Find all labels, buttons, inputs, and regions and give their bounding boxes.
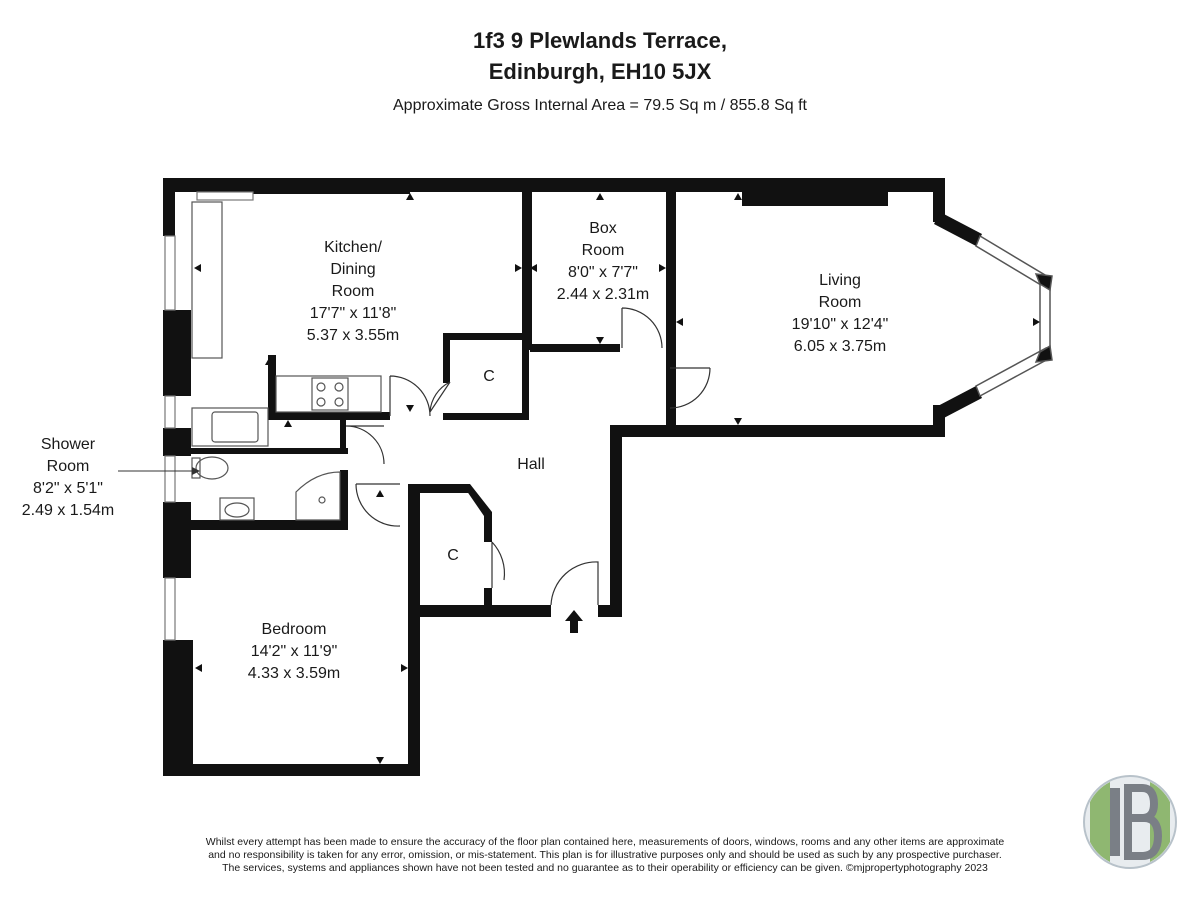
walls	[163, 178, 982, 776]
entrance-arrow-icon	[565, 610, 583, 633]
cupboard-1-label: C	[483, 368, 495, 385]
wall-shower-bottom	[188, 520, 348, 530]
shower-room-leader	[118, 467, 200, 475]
bay-corner-upper	[1034, 273, 1053, 292]
kitchen-label: Kitchen/ Dining Room 17'7" x 11'8" 5.37 …	[306, 239, 400, 344]
wall-c1-top	[443, 333, 529, 340]
kitchen-sink	[211, 411, 259, 443]
wall-c1-right	[522, 333, 529, 420]
windows-left	[164, 191, 254, 641]
wall-c1-left	[443, 333, 450, 383]
hob-ring-2	[334, 382, 344, 392]
wall-bay-upper-diagonal	[934, 212, 982, 246]
kitchen-counter-bottom	[275, 375, 382, 413]
disclaimer-line-3: The services, systems and appliances sho…	[222, 862, 988, 874]
kitchen-counter-left	[191, 201, 223, 359]
wall-shower-right	[340, 470, 348, 530]
wall-shower-door-post	[340, 418, 346, 448]
bay-window-front	[1039, 283, 1051, 353]
wall-c1-bottom	[443, 413, 529, 420]
box-room-label: Box Room 8'0" x 7'7" 2.44 x 2.31m	[556, 220, 650, 303]
hob-ring-4	[334, 397, 344, 407]
shower-tray	[295, 471, 341, 521]
shower-drain	[318, 496, 326, 504]
wall-bay-top	[933, 178, 945, 222]
wall-left-1	[163, 178, 175, 236]
window-shower	[164, 455, 176, 503]
window-kitchen	[164, 235, 176, 311]
wall-living-bottom	[610, 425, 945, 437]
wall-kitchen-box	[522, 186, 532, 350]
wall-bedroom-bottom	[163, 764, 420, 776]
wall-hall-right	[610, 425, 622, 617]
door-bedroom	[355, 483, 401, 527]
wall-hall-bottom-left	[408, 605, 551, 617]
wall-bedroom-right	[408, 486, 420, 776]
wall-box-living	[666, 186, 676, 426]
disclaimer: Whilst every attempt has been made to en…	[0, 836, 1200, 875]
door-kitchen	[389, 375, 431, 417]
bedroom-label: Bedroom 14'2" x 11'9" 4.33 x 3.59m	[247, 621, 341, 682]
door-living-room	[669, 367, 711, 409]
hob	[311, 377, 349, 411]
property-address-line1: 1f3 9 Plewlands Terrace,	[473, 28, 727, 53]
window-bedroom	[164, 577, 176, 641]
hob-ring-1	[316, 382, 326, 392]
wall-left-5	[163, 640, 193, 776]
dimension-markers	[194, 193, 1040, 764]
wall-box-bottom	[530, 344, 620, 352]
disclaimer-line-1: Whilst every attempt has been made to en…	[205, 836, 1005, 848]
doors	[345, 307, 711, 606]
hob-ring-3	[316, 397, 326, 407]
bay-corner-lower	[1034, 344, 1053, 363]
property-address-line2: Edinburgh, EH10 5JX	[488, 59, 712, 84]
hall-label: Hall	[517, 456, 545, 473]
shower-room-label: Shower Room 8'2" x 5'1" 2.49 x 1.54m	[21, 436, 115, 519]
wall-hall-bottom-right	[598, 605, 622, 617]
shower-room-basin	[219, 497, 255, 521]
door-entrance	[550, 561, 599, 606]
wall-left-2	[163, 310, 191, 396]
fixtures	[191, 201, 382, 521]
bay-windows	[975, 234, 1053, 398]
wall-c2-angle	[462, 484, 492, 542]
wall-c2-right	[484, 588, 492, 612]
wall-c2-top	[408, 484, 470, 493]
wall-bay-lower-diagonal	[934, 386, 982, 420]
wall-kitchen-bottom	[268, 412, 390, 420]
toilet-bowl	[195, 456, 229, 480]
gross-internal-area: Approximate Gross Internal Area = 79.5 S…	[393, 97, 807, 114]
wall-shower-top	[188, 448, 348, 454]
wall-kitchen-inner	[268, 355, 276, 419]
door-cupboard-2	[491, 541, 506, 588]
door-shower-room	[345, 425, 385, 465]
wall-top-thick-2	[742, 186, 888, 206]
living-room-label: Living Room 19'10" x 12'4" 6.05 x 3.75m	[791, 272, 889, 355]
wall-top-thick-1	[253, 186, 410, 194]
door-cupboard-1	[429, 381, 451, 413]
company-logo	[1083, 775, 1177, 869]
window-kitchen-sink	[164, 395, 176, 429]
kitchen-sink-counter	[191, 407, 269, 447]
disclaimer-line-2: and no responsibility is taken for any e…	[208, 849, 1002, 861]
window-top-kitchen	[196, 191, 254, 201]
basin-bowl	[224, 502, 250, 518]
wall-left-3	[163, 428, 191, 456]
wall-left-4	[163, 502, 191, 578]
door-box-room	[621, 307, 663, 349]
cupboard-2-label: C	[447, 547, 459, 564]
